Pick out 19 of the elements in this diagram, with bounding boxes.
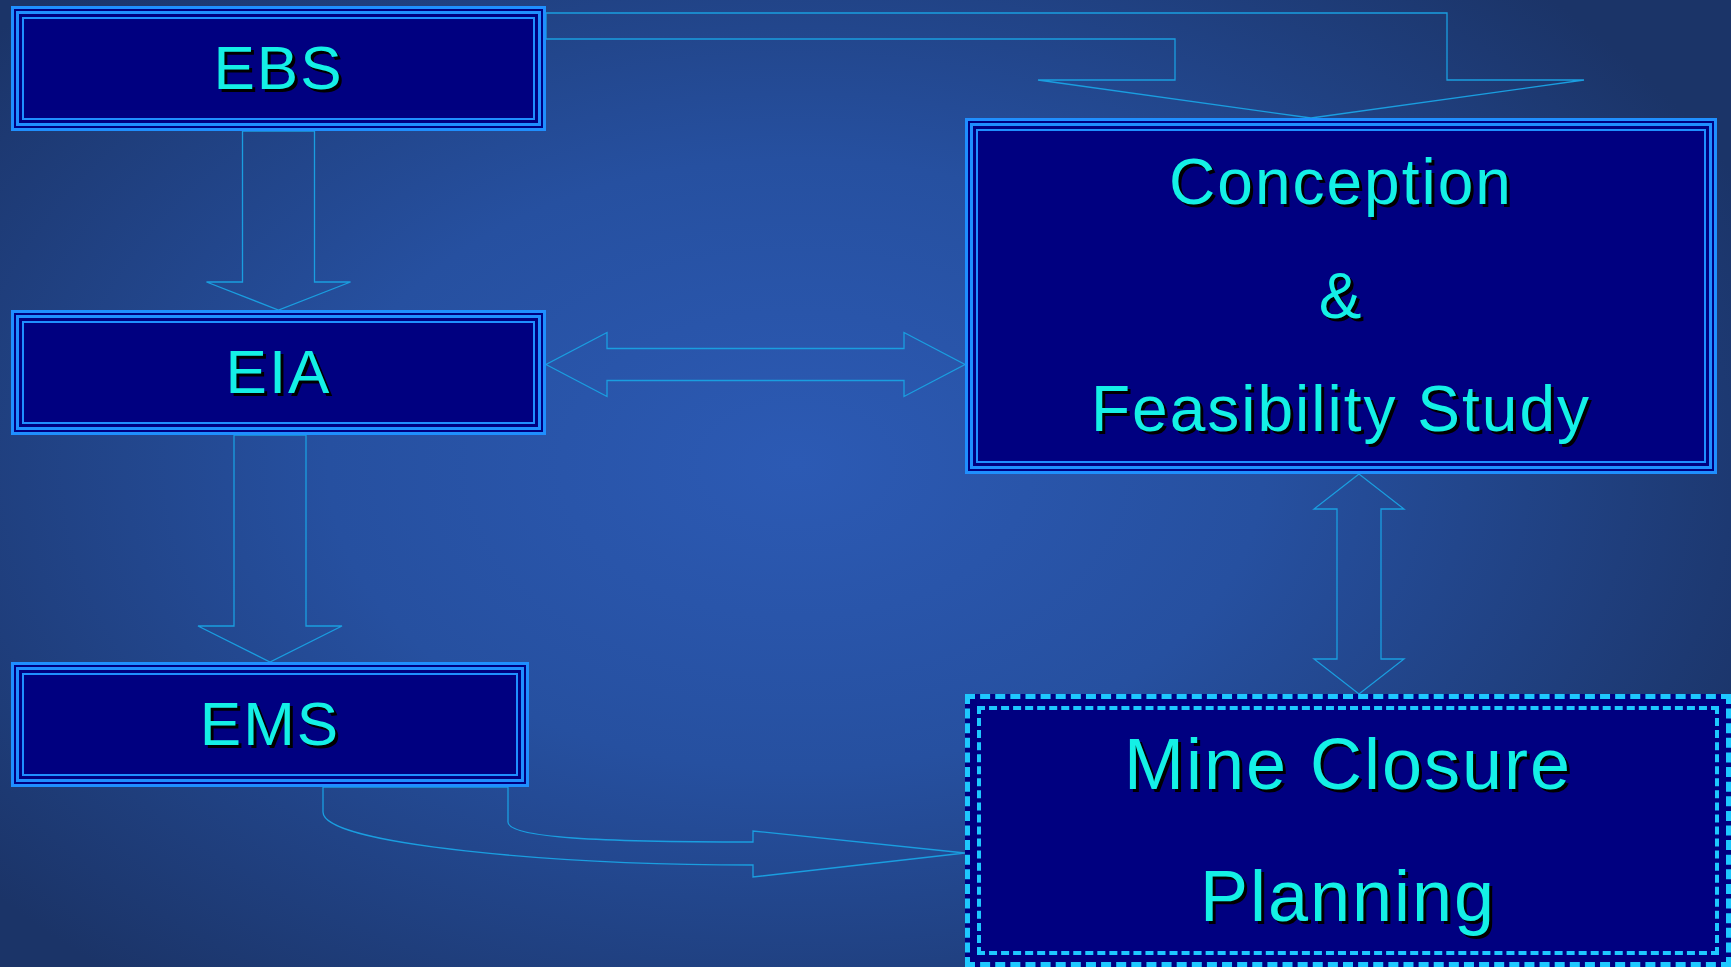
box-label: &: [1318, 260, 1364, 332]
box-label: Feasibility Study: [1091, 374, 1591, 445]
process-box: [11, 662, 529, 787]
box-label: Conception: [1169, 147, 1513, 218]
box-label: EBS: [213, 34, 344, 103]
process-box: [11, 6, 546, 131]
block-arrow: [322, 786, 966, 878]
process-box: [965, 118, 1717, 474]
block-arrow: [1312, 473, 1406, 695]
box-label: Planning: [1199, 856, 1497, 936]
box-label: EIA: [225, 338, 332, 407]
block-arrow: [544, 331, 967, 398]
box-label: EMS: [199, 690, 341, 759]
process-box: [965, 694, 1731, 967]
block-arrow: [197, 434, 343, 663]
block-arrow: [545, 12, 1585, 119]
process-box: [11, 310, 546, 435]
box-label: Mine Closure: [1123, 725, 1573, 805]
block-arrow: [205, 130, 352, 311]
